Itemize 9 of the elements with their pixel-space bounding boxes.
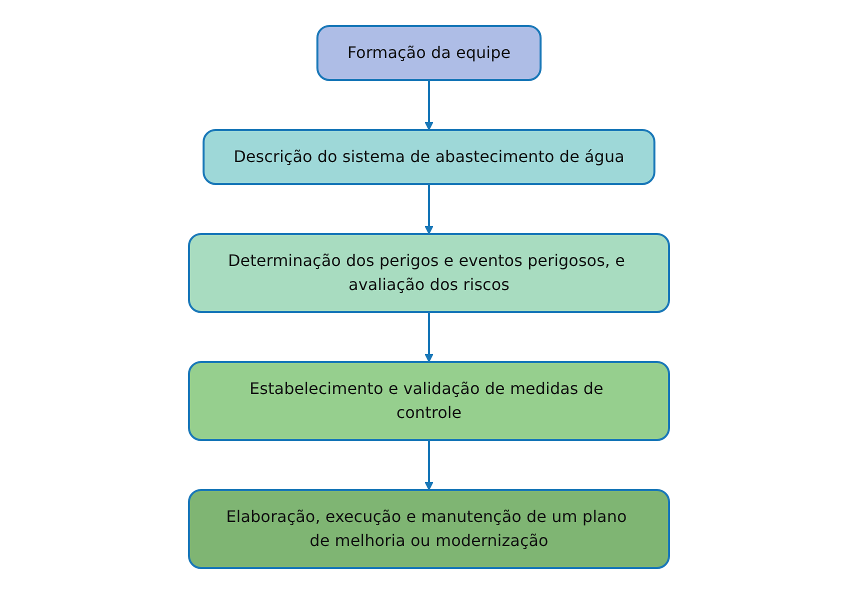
node-box: Estabelecimento e validação de medidas de controle <box>188 361 670 441</box>
arrow <box>424 80 433 130</box>
node-box: Determinação dos perigos e eventos perigosos, e avaliação dos riscos <box>188 233 670 313</box>
node-box: Formação da equipe <box>316 25 542 81</box>
node-box: Descrição do sistema de abastecimento de água <box>202 129 655 185</box>
arrow <box>424 312 433 362</box>
arrow <box>424 440 433 490</box>
node-box: Elaboração, execução e manutenção de um plano de melhoria ou modernização <box>188 489 670 569</box>
arrow <box>424 184 433 234</box>
